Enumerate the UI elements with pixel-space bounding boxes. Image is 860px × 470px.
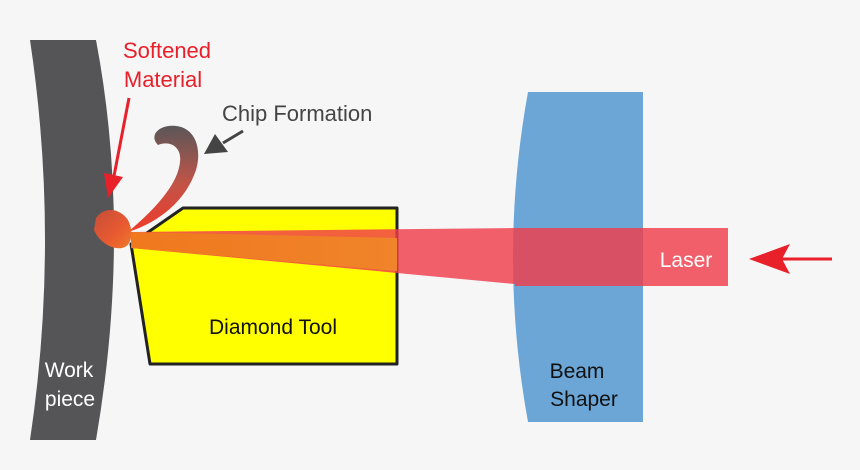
chip-formation-shape: [128, 125, 199, 232]
chip-formation-label: Chip Formation: [222, 101, 372, 126]
arrow-down-left-icon: [104, 97, 131, 198]
diamond-tool-label: Diamond Tool: [209, 316, 337, 339]
arrow-down-left-icon: [204, 129, 244, 154]
laser-beam-on-tool: [131, 232, 397, 271]
arrow-left-icon: [749, 244, 832, 274]
softened-label-line1: Softened: [123, 38, 211, 63]
softened-label-line2: Material: [124, 67, 202, 92]
softened-material-blob: [94, 209, 132, 249]
workpiece-label-line2: piece: [45, 388, 95, 411]
beam-shaper-label-line2: Shaper: [550, 388, 618, 411]
laser-label: Laser: [660, 249, 713, 272]
beam-shaper-label-line1: Beam: [550, 360, 605, 383]
laser-beam-collimated: [515, 228, 728, 286]
workpiece-label-line1: Work: [45, 359, 94, 382]
workpiece-shape: [30, 40, 114, 440]
